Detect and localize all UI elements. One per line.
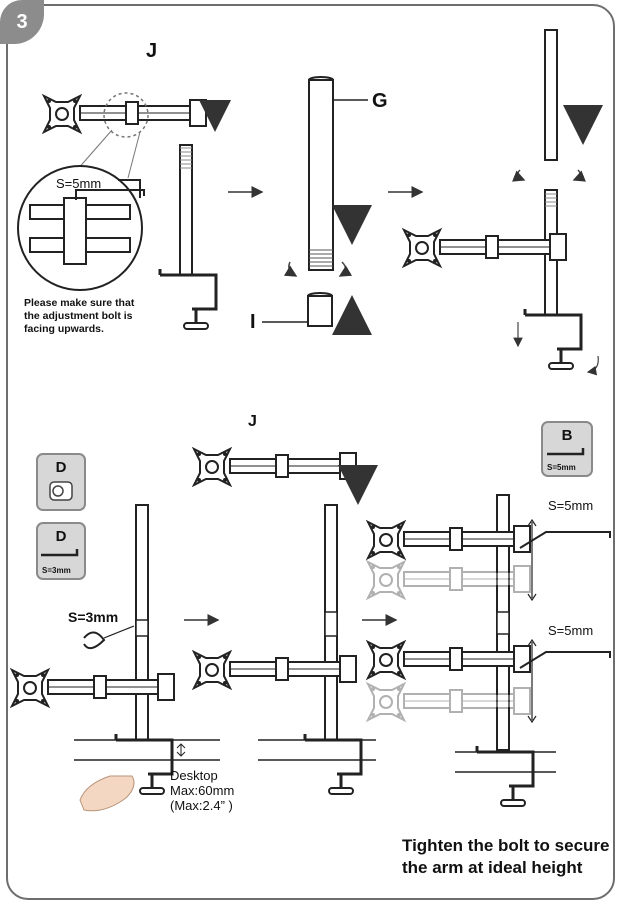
panel-5-middle-pole xyxy=(194,449,378,796)
note-line-2: the adjustment bolt is xyxy=(24,310,133,322)
instruction-footer: Tighten the bolt to secure the arm at id… xyxy=(402,835,609,879)
note-line-3: facing upwards. xyxy=(24,323,104,335)
tool-card-d-key: D S=3mm xyxy=(36,522,86,580)
tool-b-key-letter: B xyxy=(561,427,573,444)
desktop-line-3: (Max:2.4” ) xyxy=(170,798,233,813)
hex-key-icon xyxy=(547,448,585,456)
callout-i: I xyxy=(250,311,256,333)
bolt-orientation-note: Please make sure that the adjustment bol… xyxy=(24,297,134,336)
hex-key-label-right-upper: S=5mm xyxy=(548,498,594,513)
nut-icon xyxy=(49,481,73,501)
tool-card-d-nut: D xyxy=(36,453,86,511)
panel-4-pole-lower-arm xyxy=(12,504,220,812)
desktop-line-2: Max:60mm xyxy=(170,783,235,798)
desktop-thickness-label: Desktop Max:60mm (Max:2.4” ) xyxy=(170,768,234,813)
panel-1-pole-with-arm xyxy=(17,92,231,331)
panel-3-assembled-pole xyxy=(404,29,603,376)
hex-key-icon xyxy=(41,549,79,557)
callout-j-mid: J xyxy=(248,413,257,430)
footer-line-1: Tighten the bolt to secure xyxy=(402,836,610,855)
footer-line-2: the arm at ideal height xyxy=(402,858,583,877)
tool-d-nut-letter: D xyxy=(55,459,67,476)
hex-key-label-top-left: S=5mm xyxy=(56,176,102,191)
note-line-1: Please make sure that xyxy=(24,297,135,309)
panel-6-height-adjust xyxy=(368,494,611,808)
desktop-line-1: Desktop xyxy=(170,768,218,783)
tool-d-key-letter: D xyxy=(55,528,67,545)
tool-b-key-size: S=5mm xyxy=(547,463,576,472)
hex-key-label-right-lower: S=5mm xyxy=(548,623,594,638)
instruction-frame xyxy=(6,4,615,900)
hex-key-label-mid-left: S=3mm xyxy=(68,609,119,625)
callout-j-top: J xyxy=(146,40,158,62)
tool-d-key-size: S=3mm xyxy=(42,566,71,575)
callout-g: G xyxy=(372,90,388,112)
panel-2-extension-pole xyxy=(262,76,372,335)
tool-card-b-key: B S=5mm xyxy=(541,421,593,477)
